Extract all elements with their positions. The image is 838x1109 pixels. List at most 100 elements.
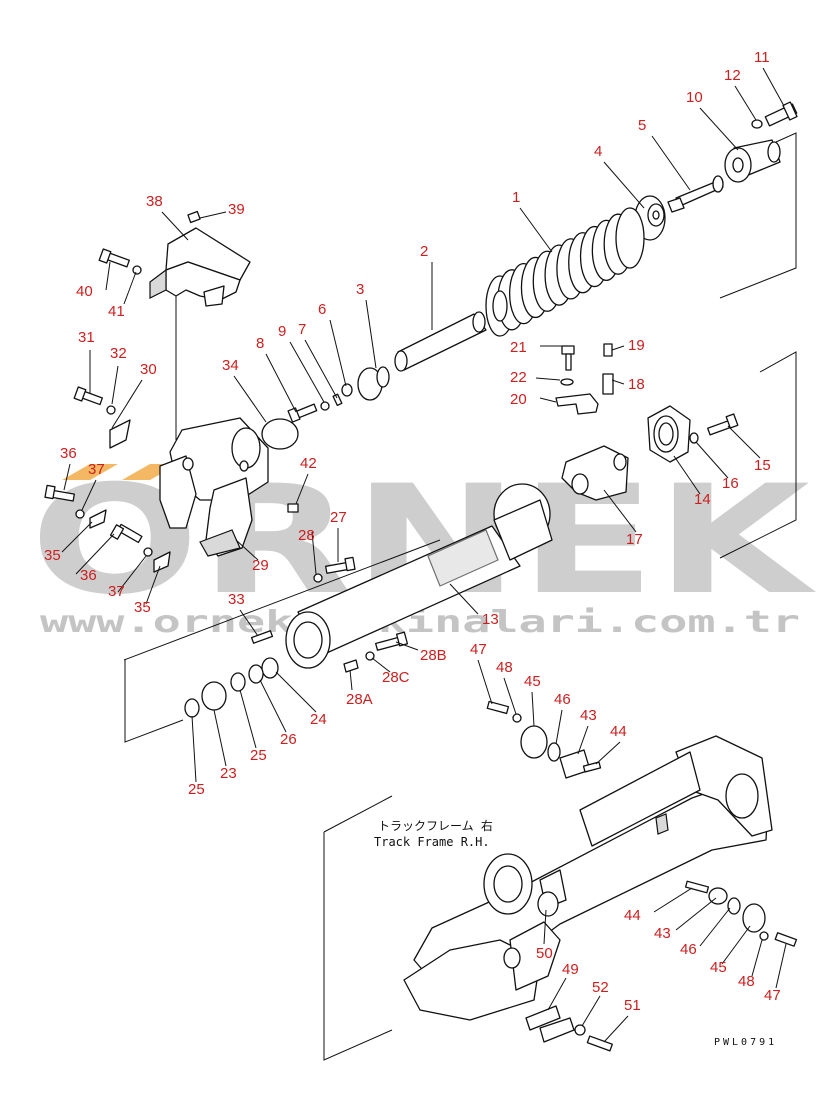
yoke-bracket — [159, 417, 269, 557]
leader-line — [145, 565, 161, 605]
leader-line — [673, 455, 701, 495]
callout-37-upper: 37 — [88, 461, 105, 478]
washer-12 — [751, 119, 763, 129]
leader-line — [395, 641, 419, 651]
callout-26: 26 — [280, 731, 297, 748]
bolt-36-lower — [109, 523, 143, 544]
callout-18: 18 — [628, 376, 645, 393]
callout-17: 17 — [626, 531, 643, 548]
leader-line — [304, 339, 338, 399]
callout-49: 49 — [562, 961, 579, 978]
leader-line — [449, 583, 479, 615]
leader-line — [349, 669, 353, 691]
leader-line — [81, 479, 97, 511]
frame-note-japanese: トラックフレーム 右 — [378, 818, 493, 833]
callout-31: 31 — [78, 329, 95, 346]
leader-line — [275, 671, 317, 713]
callout-50: 50 — [536, 945, 553, 962]
callout-28C: 28C — [382, 669, 410, 686]
leader-line — [653, 887, 693, 913]
leader-line — [751, 939, 763, 977]
callout-11: 11 — [754, 49, 770, 66]
washer-28 — [313, 573, 323, 583]
leader-lines — [61, 67, 787, 1043]
boundary-lines — [123, 132, 797, 1061]
callout-33: 33 — [228, 591, 245, 608]
pin-7 — [332, 393, 343, 407]
leader-line — [651, 135, 691, 191]
leader-line — [265, 353, 297, 413]
callout-12: 12 — [724, 67, 741, 84]
spring-end-opening — [492, 290, 508, 322]
leader-line — [699, 107, 739, 151]
flange-14 — [647, 405, 691, 463]
washer-37-upper — [75, 509, 85, 519]
callout-28A: 28A — [346, 691, 373, 708]
coil-spring-1 — [485, 207, 645, 337]
bushing-23 — [201, 681, 227, 711]
plug-42 — [287, 503, 299, 513]
rod-5 — [667, 175, 724, 213]
bolt-39 — [187, 210, 201, 224]
callout-29: 29 — [252, 557, 269, 574]
track-frame — [403, 735, 773, 1021]
callout-35-lower: 35 — [134, 599, 151, 616]
callout-3: 3 — [356, 281, 364, 298]
leader-line — [233, 375, 267, 423]
washer-16 — [689, 432, 699, 444]
callout-28B: 28B — [420, 647, 447, 664]
leader-line — [695, 441, 729, 479]
callout-14: 14 — [694, 491, 711, 508]
callout-15: 15 — [754, 457, 771, 474]
callout-5: 5 — [638, 117, 646, 134]
leader-line — [603, 489, 637, 533]
callout-27: 27 — [330, 509, 347, 526]
leader-line — [547, 977, 567, 1011]
drawing-code: PWL0791 — [714, 1037, 777, 1048]
pin-group-bottom — [525, 1005, 613, 1052]
bolt-31 — [73, 386, 104, 406]
callout-36-upper: 36 — [60, 445, 77, 462]
frame-note: トラックフレーム 右 Track Frame R.H. — [374, 818, 493, 849]
leader-line — [555, 709, 563, 745]
pin-group-lower — [684, 880, 798, 947]
callout-36-lower: 36 — [80, 567, 97, 584]
leader-line — [199, 211, 227, 219]
callout-44-upper: 44 — [610, 723, 627, 740]
seal-stack — [184, 630, 279, 718]
bolt-8 — [287, 403, 318, 423]
cylinder-10 — [724, 139, 781, 183]
callout-45-lower: 45 — [710, 959, 727, 976]
callout-41: 41 — [108, 303, 125, 320]
leader-line — [734, 85, 757, 121]
leader-line — [371, 657, 391, 673]
ring-24 — [261, 657, 279, 679]
callout-9: 9 — [278, 323, 286, 340]
leader-line — [721, 925, 751, 965]
cylinder-13 — [285, 483, 553, 669]
leader-line — [239, 609, 259, 637]
watermark-accent-left — [62, 464, 118, 480]
callout-8: 8 — [256, 335, 264, 352]
leader-line — [75, 533, 115, 575]
leader-line — [235, 539, 259, 561]
callout-21: 21 — [510, 339, 527, 356]
leader-line — [577, 725, 589, 755]
callout-labels: 11 12 10 5 4 1 38 39 40 41 2 3 6 7 9 8 3… — [44, 49, 781, 1014]
leader-line — [295, 473, 309, 505]
spring-coil — [615, 207, 645, 269]
leader-line — [365, 299, 377, 369]
bolt-36-upper — [44, 484, 75, 502]
leader-line — [259, 679, 287, 733]
leader-line — [611, 379, 625, 385]
washer-32 — [106, 405, 116, 415]
callout-43-lower: 43 — [654, 925, 671, 942]
callout-10: 10 — [686, 89, 703, 106]
callout-45-upper: 45 — [524, 673, 541, 690]
callout-19: 19 — [628, 337, 645, 354]
washer-9 — [320, 401, 330, 411]
leader-line — [675, 897, 717, 931]
leader-line — [117, 555, 147, 593]
callout-16: 16 — [722, 475, 739, 492]
